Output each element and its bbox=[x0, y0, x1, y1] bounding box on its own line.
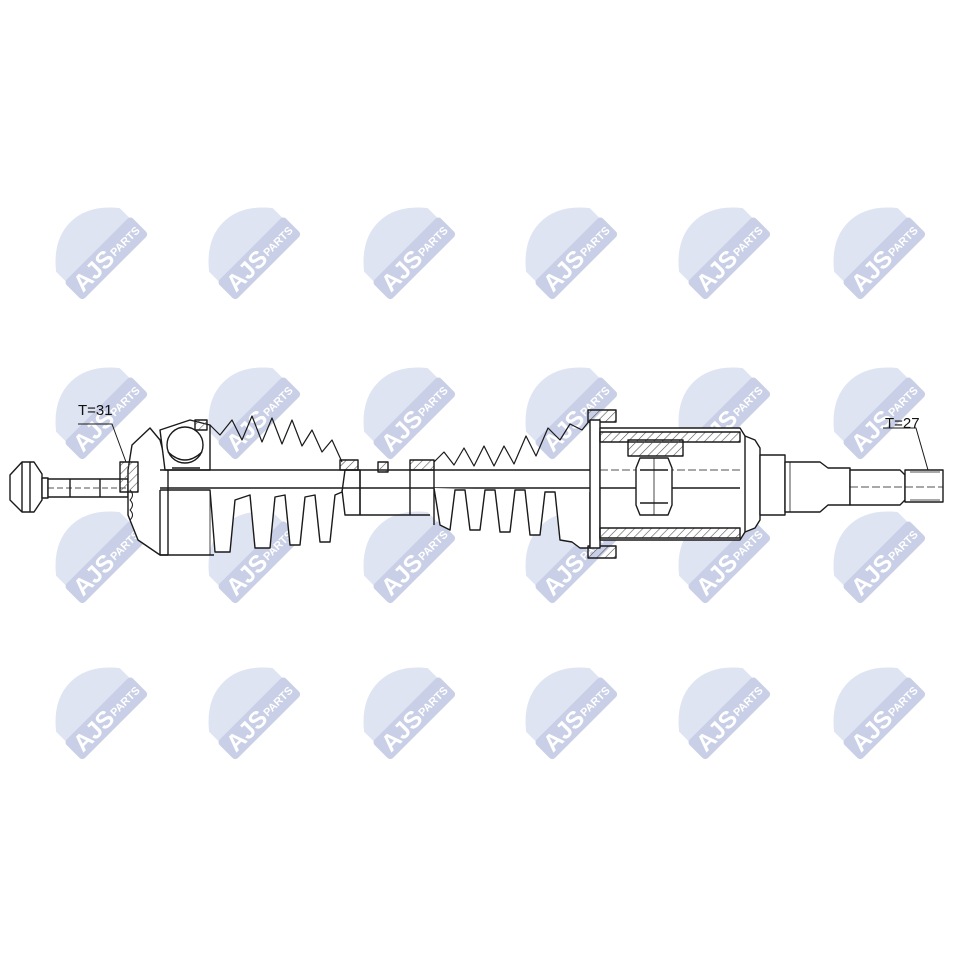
main-shaft bbox=[160, 459, 600, 525]
right-spline-leader bbox=[883, 427, 929, 471]
left-stub-shaft bbox=[47, 478, 129, 498]
left-spline-leader bbox=[78, 423, 127, 463]
inner-boot-spring bbox=[433, 419, 591, 467]
outer-boot-spring bbox=[209, 415, 343, 463]
inner-joint-housing bbox=[587, 409, 761, 559]
outer-boot bbox=[159, 469, 361, 556]
inner-stub-shaft bbox=[759, 454, 944, 516]
left-spline-count-label: T=31 bbox=[78, 402, 113, 419]
inner-boot bbox=[433, 487, 591, 549]
hub-flange bbox=[9, 461, 49, 513]
right-spline-count-label: T=27 bbox=[885, 415, 920, 432]
outer-cv-joint bbox=[119, 419, 211, 556]
